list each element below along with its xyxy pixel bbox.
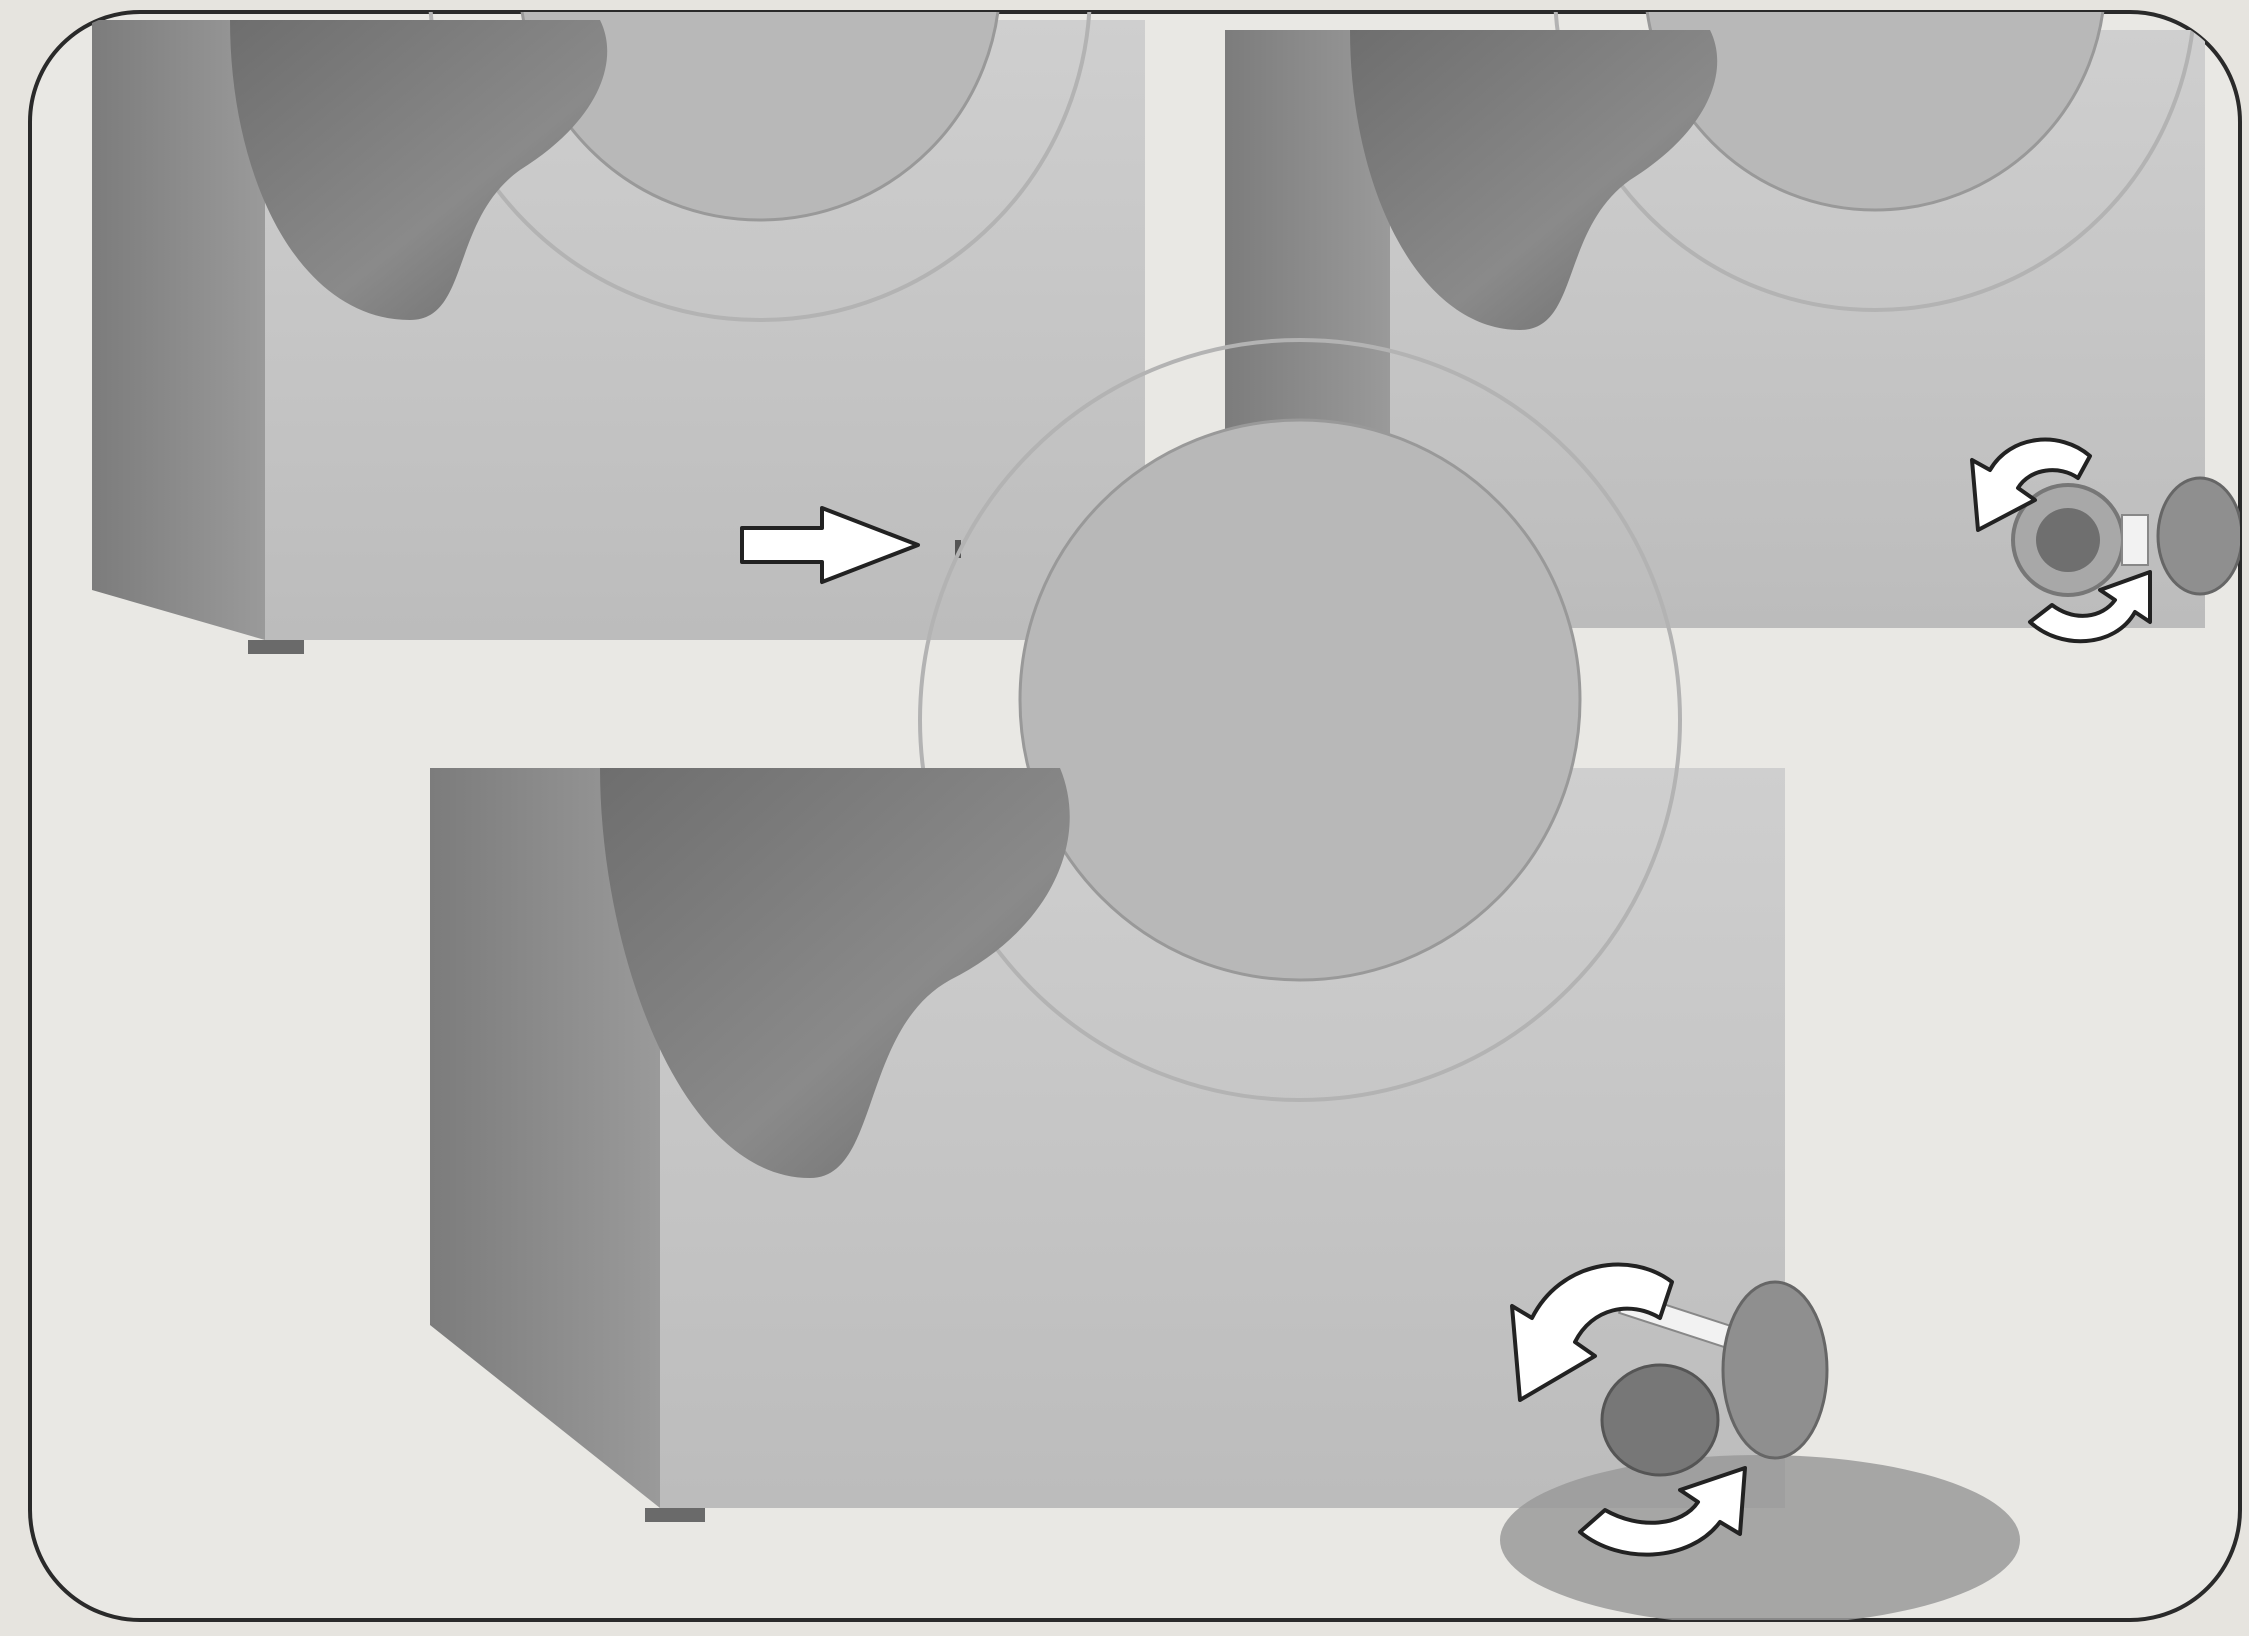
filter-knob bbox=[2036, 508, 2100, 572]
rotate-arrow-icon bbox=[1578, 1466, 1747, 1557]
machine-door bbox=[600, 768, 1070, 1178]
filter-plug bbox=[2156, 476, 2240, 596]
machine-side bbox=[92, 20, 265, 640]
filter-plug bbox=[1721, 1280, 1829, 1460]
machine-side bbox=[430, 768, 660, 1508]
water-puddle bbox=[1500, 1455, 2020, 1620]
panel-step-3 bbox=[430, 338, 2020, 1620]
panel-step-1 bbox=[92, 12, 1145, 654]
filter-cover-mark bbox=[955, 540, 961, 558]
machine-door bbox=[230, 20, 608, 320]
rotate-arrow-icon bbox=[1510, 1262, 1674, 1402]
right-arrow-icon bbox=[740, 506, 920, 584]
panel-step-2 bbox=[1225, 12, 2240, 644]
filter-cap bbox=[1600, 1363, 1720, 1477]
rotate-arrow-icon bbox=[1970, 437, 2092, 532]
machine-door bbox=[1350, 30, 1718, 330]
rotate-arrow-icon bbox=[2028, 570, 2152, 644]
